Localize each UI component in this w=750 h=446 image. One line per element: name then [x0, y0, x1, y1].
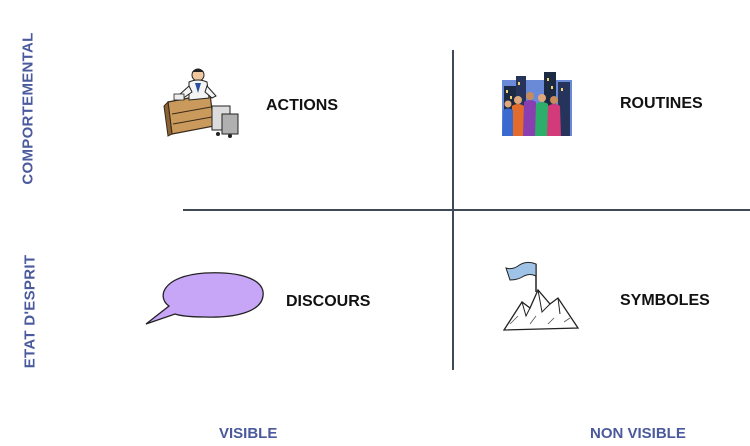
label-routines: ROUTINES: [620, 95, 703, 112]
horizontal-axis-line: [183, 209, 750, 211]
office-worker-icon: [162, 66, 244, 138]
label-symboles: SYMBOLES: [620, 292, 710, 309]
speech-bubble-icon: [143, 270, 268, 328]
x-label-non-visible: NON VISIBLE: [590, 425, 686, 442]
label-actions: ACTIONS: [266, 97, 338, 114]
label-discours: DISCOURS: [286, 293, 371, 310]
y-label-etat-esprit: ETAT D'ESPRIT: [21, 254, 39, 369]
x-label-visible: VISIBLE: [219, 425, 278, 442]
mountain-flag-icon: [500, 258, 580, 333]
crowd-city-icon: [498, 70, 573, 140]
y-label-comportemental: COMPORTEMENTAL: [19, 32, 37, 185]
